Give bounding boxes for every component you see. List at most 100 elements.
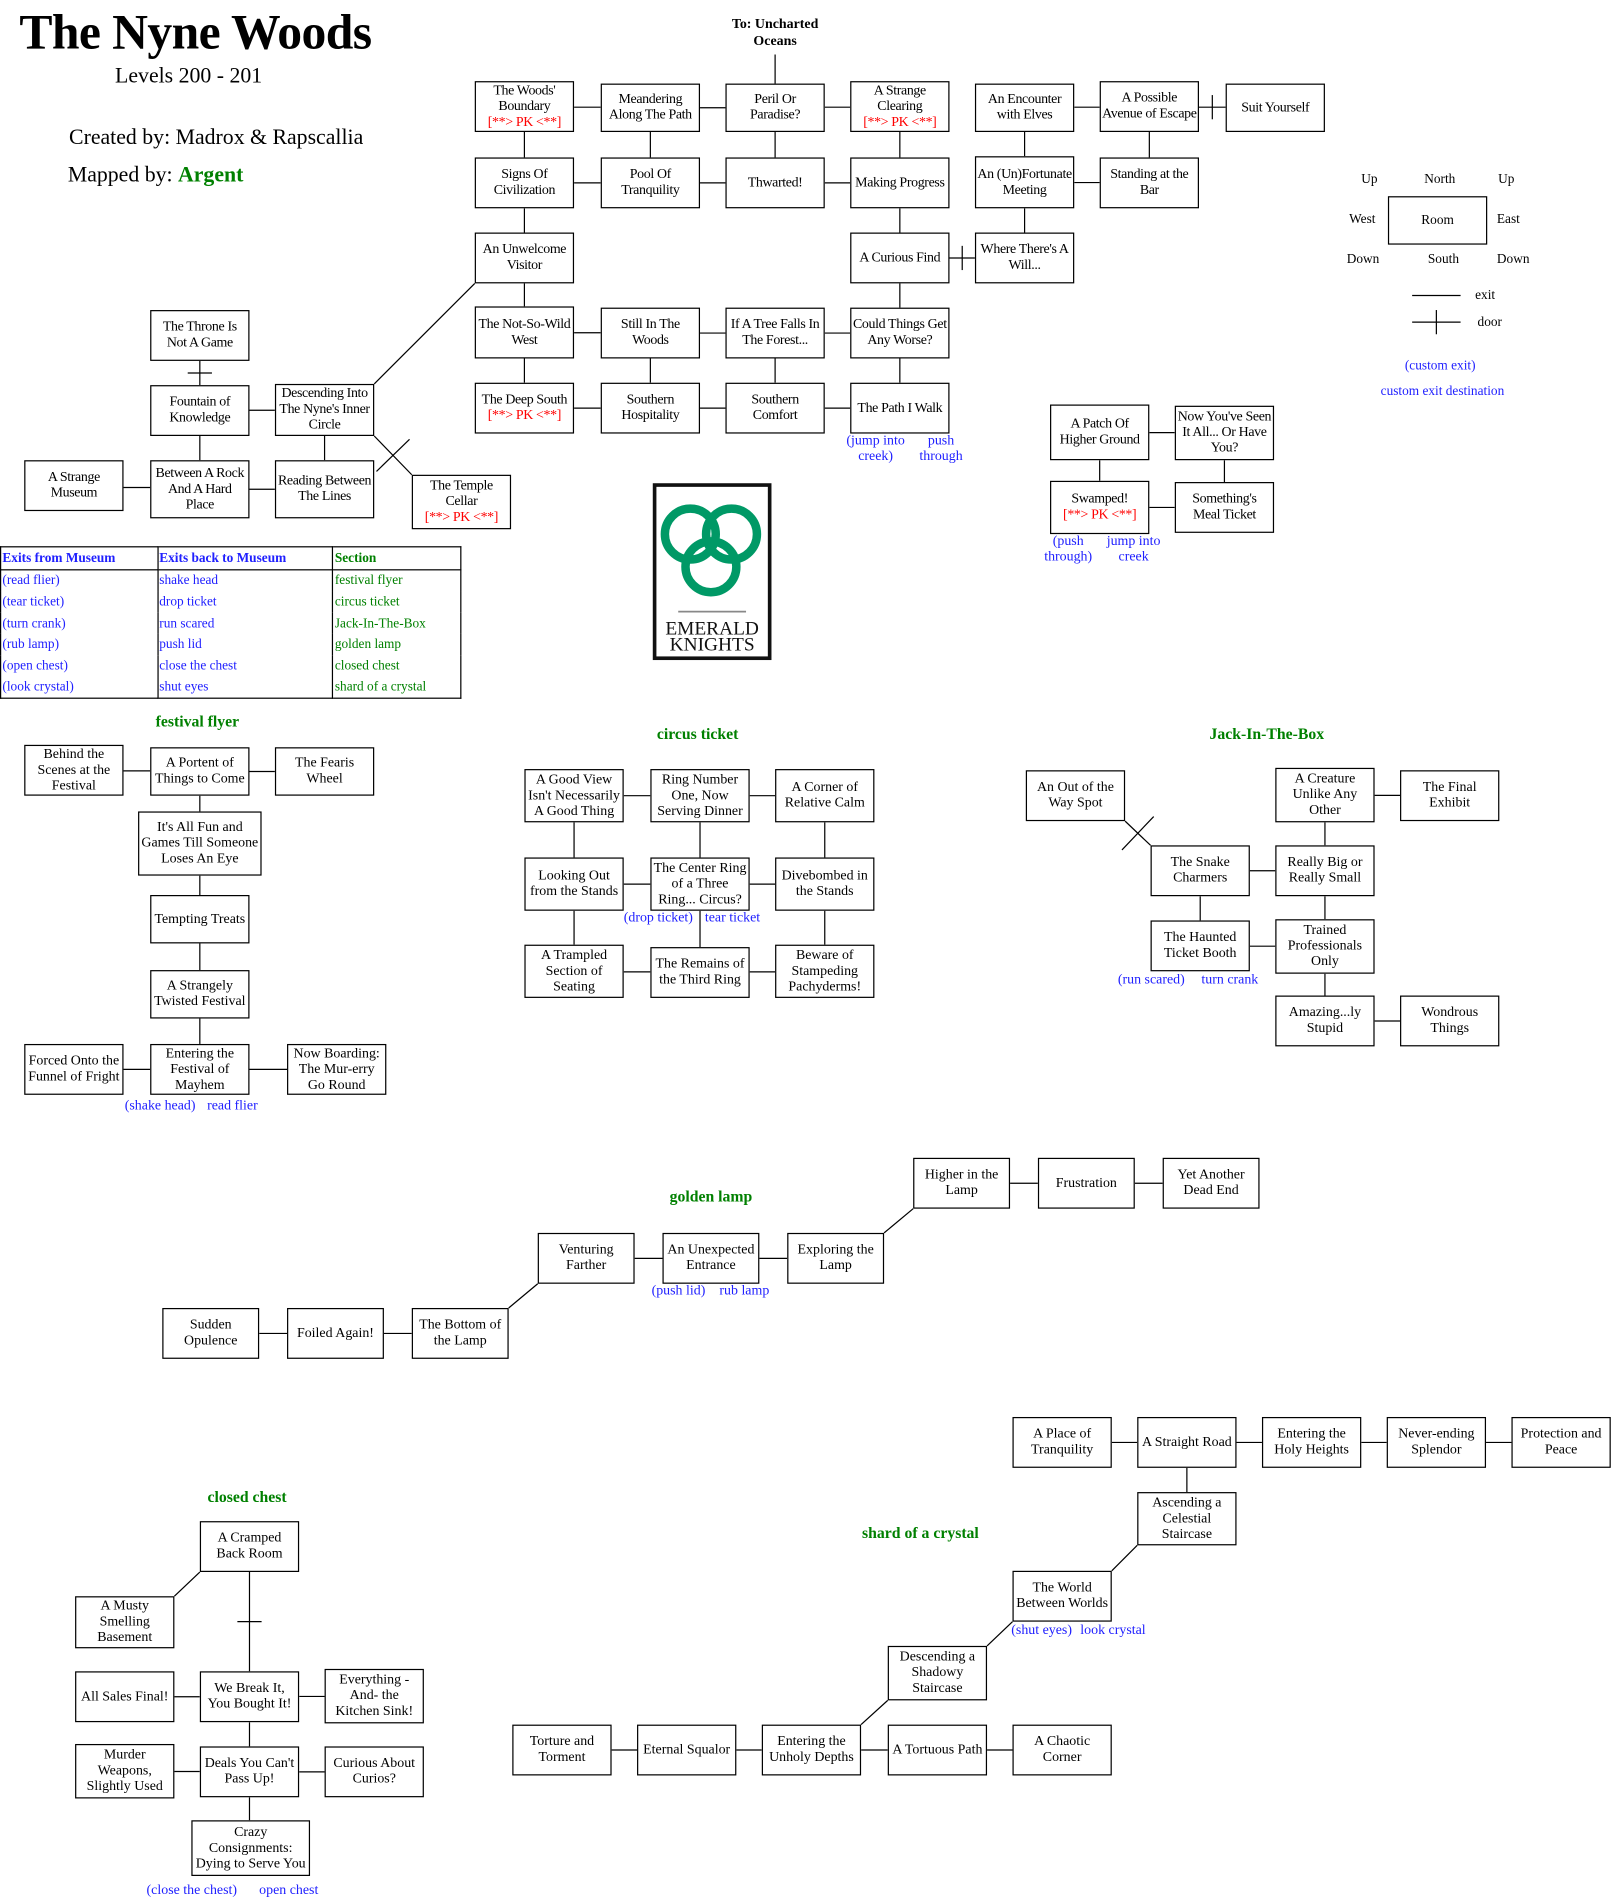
room-s-chaotic[interactable]: A Chaotic Corner <box>1012 1724 1112 1776</box>
room-thwarted[interactable]: Thwarted! <box>725 157 825 209</box>
room-tree[interactable]: If A Tree Falls In The Forest... <box>725 307 825 359</box>
room-f-behind[interactable]: Behind the Scenes at the Festival <box>24 744 124 796</box>
room-deep[interactable]: The Deep South[**> PK <**] <box>474 382 575 434</box>
room-peril[interactable]: Peril Or Paradise? <box>725 83 825 133</box>
room-j-amazing[interactable]: Amazing...ly Stupid <box>1275 995 1375 1047</box>
room-f-twisted[interactable]: A Strangely Twisted Festival <box>150 970 250 1019</box>
room-seen[interactable]: Now You've Seen It All... Or Have You? <box>1174 405 1275 461</box>
room-s-unholy[interactable]: Entering the Unholy Depths <box>761 1724 862 1776</box>
room-l-unexpected[interactable]: An Unexpected Entrance <box>662 1232 760 1284</box>
room-label: Wondrous Things <box>1421 1005 1479 1036</box>
room-s-never[interactable]: Never-ending Splendor <box>1386 1416 1487 1468</box>
room-s-torture[interactable]: Torture and Torment <box>512 1724 612 1776</box>
pk-warning-badge: [**> PK <**] <box>487 408 562 423</box>
room-swamped[interactable]: Swamped![**> PK <**] <box>1050 480 1150 535</box>
room-signs[interactable]: Signs Of Civilization <box>474 157 575 209</box>
room-h-break[interactable]: We Break It, You Bought It! <box>199 1671 300 1723</box>
room-descending[interactable]: Descending Into The Nyne's Inner Circle <box>274 383 375 436</box>
room-meal[interactable]: Something's Meal Ticket <box>1174 482 1275 533</box>
room-l-frust[interactable]: Frustration <box>1037 1157 1135 1209</box>
room-c-ring1[interactable]: Ring Number One, Now Serving Dinner <box>650 769 750 823</box>
exit-from-cell: (rub lamp) <box>0 633 159 656</box>
room-s-holy[interactable]: Entering the Holy Heights <box>1261 1416 1362 1468</box>
room-j-final[interactable]: The Final Exhibit <box>1400 770 1500 822</box>
room-f-forced[interactable]: Forced Onto the Funnel of Fright <box>24 1043 124 1095</box>
room-j-snake[interactable]: The Snake Charmers <box>1150 845 1250 897</box>
room-j-haunted[interactable]: The Haunted Ticket Booth <box>1150 920 1250 972</box>
room-temple[interactable]: The Temple Cellar[**> PK <**] <box>411 474 512 530</box>
room-notso[interactable]: The Not-So-Wild West <box>474 306 575 359</box>
room-f-fun[interactable]: It's All Fun and Games Till Someone Lose… <box>138 811 262 876</box>
room-hosp[interactable]: Southern Hospitality <box>600 382 701 434</box>
room-s-road[interactable]: A Straight Road <box>1137 1416 1237 1468</box>
room-elves[interactable]: An Encounter with Elves <box>974 83 1075 133</box>
room-unfortunate[interactable]: An (Un)Fortunate Meeting <box>974 156 1075 209</box>
room-s-tortuous[interactable]: A Tortuous Path <box>887 1724 988 1776</box>
room-j-wondrous[interactable]: Wondrous Things <box>1400 995 1500 1047</box>
room-c-center[interactable]: The Center Ring of a Three Ring... Circu… <box>650 857 750 911</box>
room-l-sudden[interactable]: Sudden Opulence <box>162 1307 260 1359</box>
room-c-beware[interactable]: Beware of Stampeding Pachyderms! <box>775 944 875 998</box>
room-clearing[interactable]: A Strange Clearing[**> PK <**] <box>850 81 950 133</box>
room-still[interactable]: Still In The Woods <box>600 307 701 359</box>
room-f-portent[interactable]: A Portent of Things to Come <box>150 747 250 796</box>
room-s-place[interactable]: A Place of Tranquility <box>1012 1416 1112 1468</box>
room-h-murder[interactable]: Murder Weapons, Slightly Used <box>75 1743 175 1799</box>
room-f-fearis[interactable]: The Fearis Wheel <box>274 747 375 796</box>
room-fountain[interactable]: Fountain of Knowledge <box>150 385 250 436</box>
room-patch[interactable]: A Patch Of Higher Ground <box>1050 404 1150 461</box>
room-c-view[interactable]: A Good View Isn't Necessarily A Good Thi… <box>524 769 624 823</box>
room-j-out[interactable]: An Out of the Way Spot <box>1025 770 1126 822</box>
room-unwelcome[interactable]: An Unwelcome Visitor <box>474 232 575 284</box>
room-c-dive[interactable]: Divebombed in the Stands <box>775 857 875 911</box>
room-s-world[interactable]: The World Between Worlds <box>1012 1570 1112 1622</box>
map-title: The Nyne Woods <box>19 3 372 60</box>
room-c-remains[interactable]: The Remains of the Third Ring <box>650 947 750 998</box>
room-throne[interactable]: The Throne Is Not A Game <box>150 310 250 361</box>
room-museum[interactable]: A Strange Museum <box>24 460 124 512</box>
room-standing[interactable]: Standing at the Bar <box>1099 157 1199 209</box>
room-j-trained[interactable]: Trained Professionals Only <box>1275 919 1375 974</box>
room-making[interactable]: Making Progress <box>850 157 950 209</box>
room-h-sink[interactable]: Everything -And- the Kitchen Sink! <box>324 1668 424 1724</box>
room-c-trampled[interactable]: A Trampled Section of Seating <box>524 944 624 998</box>
room-l-dead[interactable]: Yet Another Dead End <box>1162 1157 1260 1209</box>
room-comfort[interactable]: Southern Comfort <box>725 382 825 434</box>
room-c-looking[interactable]: Looking Out from the Stands <box>524 857 624 911</box>
room-s-shadowy[interactable]: Descending a Shadowy Staircase <box>887 1645 988 1701</box>
room-j-big[interactable]: Really Big or Really Small <box>1275 845 1375 897</box>
room-path[interactable]: The Path I Walk <box>850 382 950 434</box>
room-h-crazy[interactable]: Crazy Consignments: Dying to Serve You <box>191 1820 311 1876</box>
room-reading[interactable]: Reading Between The Lines <box>274 460 375 519</box>
room-s-protect[interactable]: Protection and Peace <box>1511 1416 1611 1468</box>
room-l-exploring[interactable]: Exploring the Lamp <box>787 1232 885 1284</box>
room-l-bottom[interactable]: The Bottom of the Lamp <box>411 1307 509 1359</box>
room-h-curios[interactable]: Curious About Curios? <box>324 1746 424 1798</box>
room-suit[interactable]: Suit Yourself <box>1225 83 1325 133</box>
exit-label-run-scared: (run scared) <box>1117 972 1185 988</box>
room-h-musty[interactable]: A Musty Smelling Basement <box>75 1596 175 1649</box>
room-meander[interactable]: Meandering Along The Path <box>600 83 701 133</box>
room-l-higher[interactable]: Higher in the Lamp <box>913 1157 1011 1209</box>
room-j-creature[interactable]: A Creature Unlike Any Other <box>1275 767 1375 823</box>
room-h-cramped[interactable]: A Cramped Back Room <box>199 1521 300 1573</box>
room-f-tempting[interactable]: Tempting Treats <box>150 895 250 944</box>
room-will[interactable]: Where There's A Will... <box>974 232 1075 284</box>
room-woods[interactable]: The Woods' Boundary[**> PK <**] <box>474 81 575 133</box>
room-avenue[interactable]: A Possible Avenue of Escape <box>1099 81 1199 133</box>
room-c-corner[interactable]: A Corner of Relative Calm <box>775 769 875 823</box>
legend-south: South <box>1427 251 1459 267</box>
room-h-deals[interactable]: Deals You Can't Pass Up! <box>199 1746 300 1798</box>
room-s-ascend[interactable]: Ascending a Celestial Staircase <box>1137 1492 1237 1546</box>
room-could[interactable]: Could Things Get Any Worse? <box>850 307 950 359</box>
room-label: It's All Fun and Games Till Someone Lose… <box>141 819 259 866</box>
room-f-entering[interactable]: Entering the Festival of Mayhem <box>150 1043 250 1095</box>
room-f-boarding[interactable]: Now Boarding: The Mur-erry Go Round <box>287 1043 387 1095</box>
room-h-sales[interactable]: All Sales Final! <box>75 1671 175 1723</box>
room-l-foiled[interactable]: Foiled Again! <box>287 1307 384 1359</box>
room-pool[interactable]: Pool Of Tranquility <box>600 157 701 209</box>
room-l-venturing[interactable]: Venturing Farther <box>537 1232 635 1284</box>
room-curious[interactable]: A Curious Find <box>850 232 950 284</box>
room-between[interactable]: Between A Rock And A Hard Place <box>150 460 250 519</box>
room-s-squalor[interactable]: Eternal Squalor <box>637 1724 737 1776</box>
